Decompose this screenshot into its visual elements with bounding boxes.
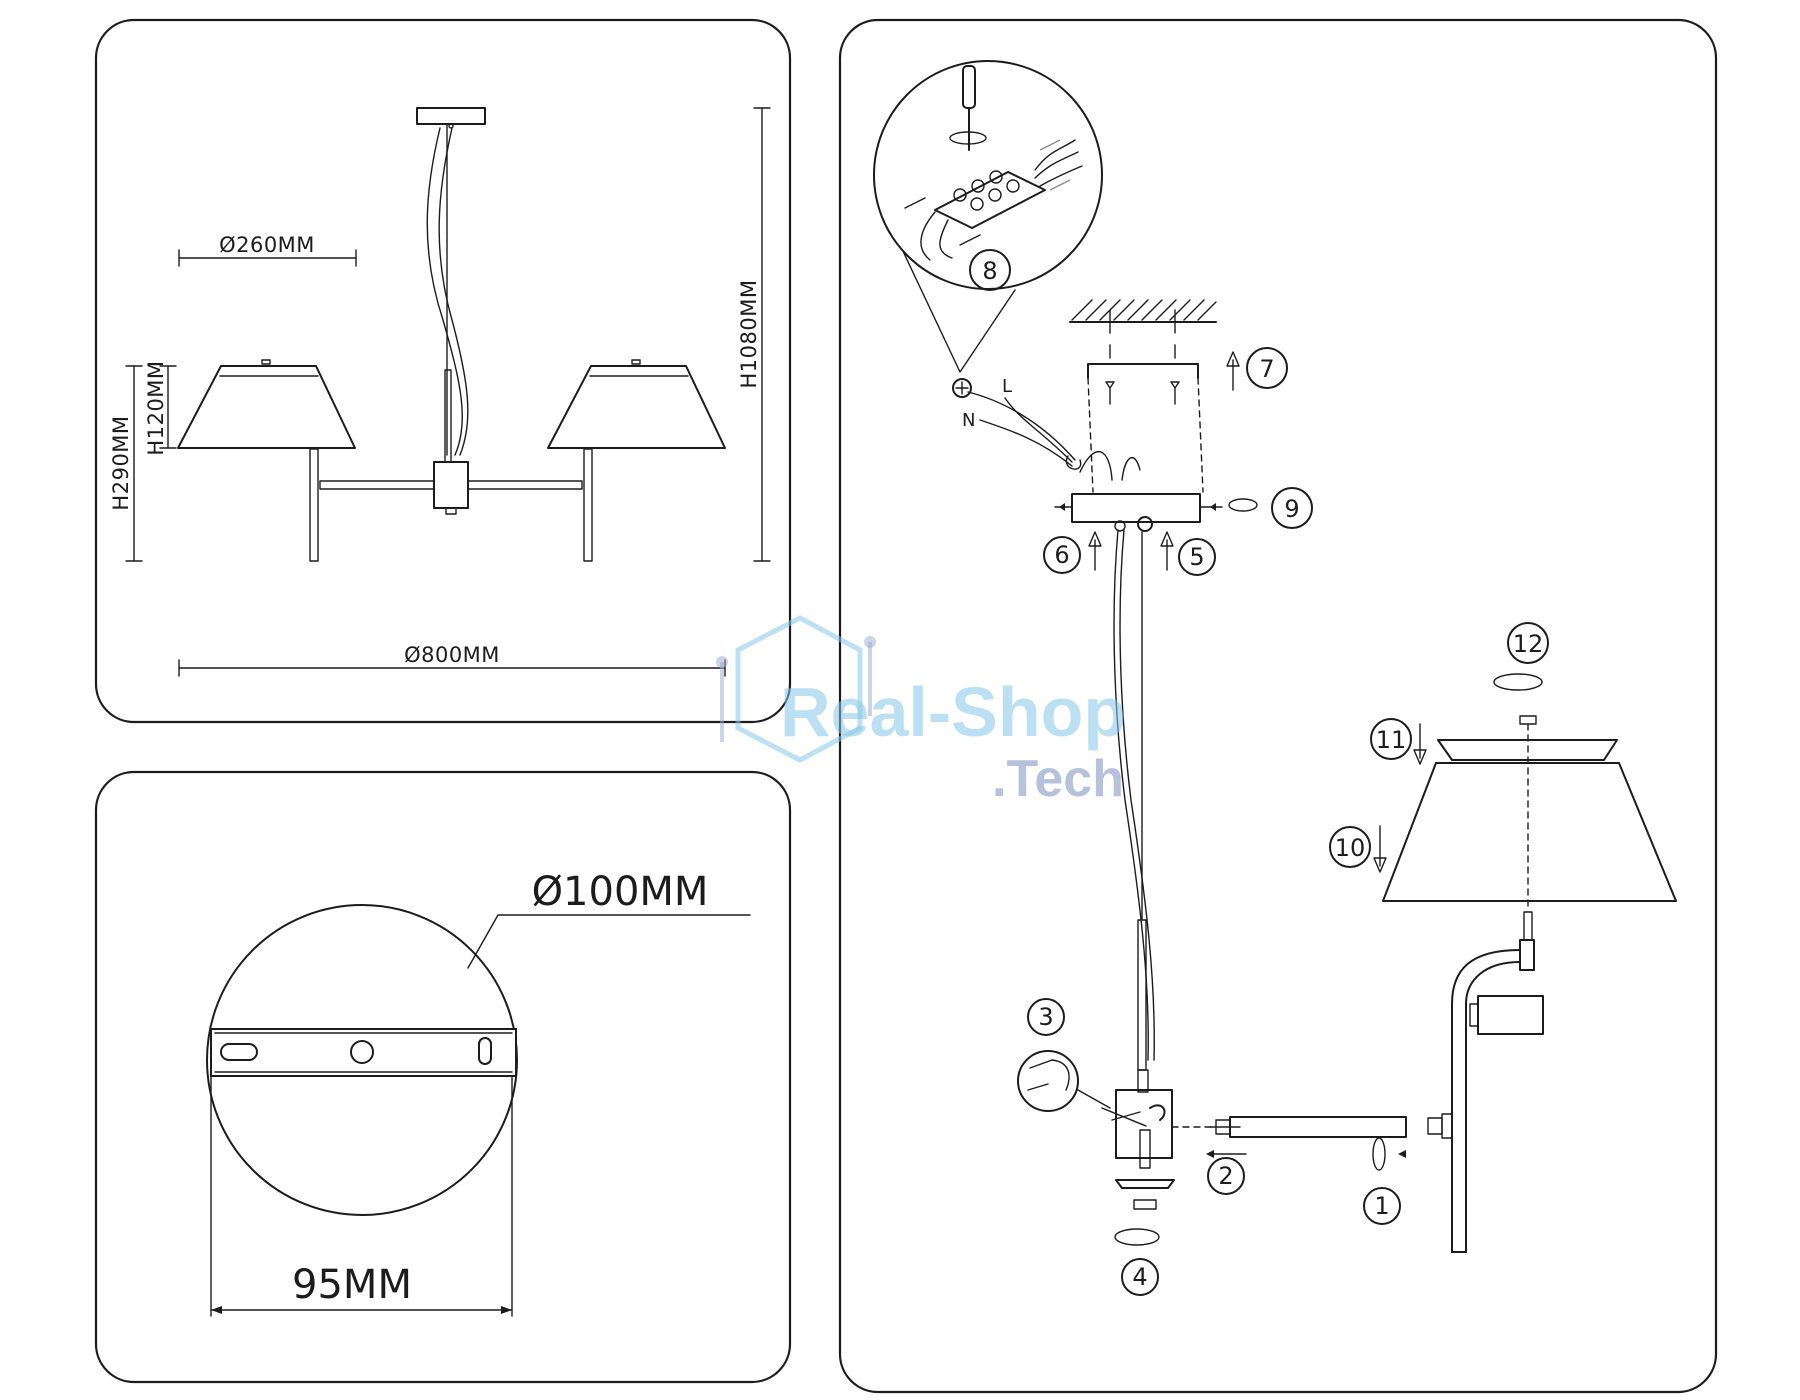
screw-icon bbox=[1105, 381, 1115, 405]
right-arm bbox=[467, 480, 583, 490]
central-hub bbox=[433, 461, 469, 509]
right-lampshade bbox=[547, 365, 726, 449]
watermark-hexagon-icon bbox=[735, 615, 863, 763]
total-width-label: Ø800MM bbox=[404, 643, 500, 667]
ceiling-bracket bbox=[1087, 363, 1199, 379]
mounting-bracket bbox=[210, 1028, 517, 1077]
lamp-socket-joint bbox=[1519, 939, 1535, 971]
canopy-panel-frame bbox=[94, 770, 792, 1384]
step-6-marker: 6 bbox=[1043, 536, 1081, 574]
bracket-width-label: 95MM bbox=[292, 1262, 412, 1308]
assembly-lampshade bbox=[1382, 762, 1677, 902]
svg-text:3: 3 bbox=[1038, 1003, 1053, 1031]
terminal-block-callout bbox=[873, 60, 1103, 373]
step-7-marker: 7 bbox=[1246, 347, 1288, 389]
assembly-panel: L N bbox=[838, 18, 1718, 1394]
lamp-holder-box bbox=[1477, 995, 1544, 1035]
bracket-slot-right bbox=[478, 1037, 492, 1065]
step-10-marker: 10 bbox=[1329, 826, 1371, 868]
screw-icon bbox=[1170, 381, 1180, 405]
wire-label-neutral: N bbox=[962, 410, 975, 431]
shade-height-label: H120MM bbox=[144, 360, 168, 455]
right-lamp-stem bbox=[583, 448, 593, 562]
left-lamp bbox=[177, 359, 356, 562]
svg-text:4: 4 bbox=[1132, 1263, 1147, 1291]
svg-text:1: 1 bbox=[1374, 1192, 1389, 1220]
lampshade-top-ring bbox=[1437, 739, 1618, 761]
power-cable bbox=[426, 127, 464, 456]
ceiling-canopy bbox=[416, 107, 486, 125]
hub-assembly bbox=[1017, 1050, 1175, 1210]
svg-text:6: 6 bbox=[1054, 541, 1069, 569]
bracket-center-hole bbox=[350, 1040, 374, 1064]
magnifier-circle bbox=[873, 60, 1103, 290]
step-11-marker: 11 bbox=[1370, 718, 1412, 760]
overview-panel: Ø260MM H120MM H290MM H1080MM Ø80 bbox=[94, 18, 792, 724]
diameter-leader-line bbox=[467, 914, 751, 969]
ceiling-mount bbox=[1054, 299, 1223, 532]
step-5-marker: 5 bbox=[1178, 538, 1216, 576]
watermark-subtext: .Tech bbox=[992, 750, 1124, 808]
dimension-total-height: H1080MM bbox=[737, 107, 771, 562]
dimension-shade-diameter: Ø260MM bbox=[178, 233, 357, 267]
svg-text:10: 10 bbox=[1335, 834, 1366, 862]
svg-text:2: 2 bbox=[1218, 1162, 1233, 1190]
overview-panel-frame bbox=[94, 18, 792, 724]
step-8-marker: 8 bbox=[969, 249, 1011, 291]
left-arm bbox=[319, 480, 435, 490]
arm-height-label: H290MM bbox=[109, 415, 133, 510]
watermark: Real-Shop .Tech bbox=[716, 615, 1126, 808]
total-height-label: H1080MM bbox=[737, 280, 761, 389]
svg-text:8: 8 bbox=[982, 257, 997, 285]
shade-diameter-label: Ø260MM bbox=[219, 233, 315, 257]
supply-wires: L N bbox=[952, 376, 1082, 470]
svg-text:9: 9 bbox=[1284, 495, 1299, 523]
assembly-canopy bbox=[1071, 493, 1201, 523]
dimension-arm-height: H290MM bbox=[109, 365, 143, 562]
svg-text:7: 7 bbox=[1259, 355, 1274, 383]
left-lamp-stem bbox=[309, 448, 319, 562]
right-lamp bbox=[547, 359, 726, 562]
bracket-slot-left bbox=[220, 1043, 258, 1061]
canopy-diameter-label: Ø100MM bbox=[532, 869, 709, 915]
step-markers: 1 2 3 4 5 6 7 8 9 10 11 12 bbox=[969, 249, 1549, 1296]
left-lampshade bbox=[177, 365, 356, 449]
svg-text:5: 5 bbox=[1189, 543, 1204, 571]
canopy-detail-panel: Ø100MM 95MM bbox=[94, 770, 792, 1384]
step-4-marker: 4 bbox=[1121, 1258, 1159, 1296]
step-3-marker: 3 bbox=[1027, 998, 1065, 1036]
step-12-marker: 12 bbox=[1507, 622, 1549, 664]
dimension-total-width: Ø800MM bbox=[178, 643, 726, 677]
dimension-shade-height: H120MM bbox=[144, 360, 177, 456]
step-1-marker: 1 bbox=[1363, 1187, 1401, 1225]
step-9-marker: 9 bbox=[1271, 487, 1313, 529]
lamp-head-assembly bbox=[1382, 715, 1677, 1253]
chandelier-drawing bbox=[177, 107, 726, 562]
svg-text:11: 11 bbox=[1376, 726, 1407, 754]
watermark-text: Real-Shop bbox=[780, 673, 1126, 751]
assembly-panel-frame bbox=[838, 18, 1718, 1394]
assembly-hub bbox=[1115, 1089, 1173, 1159]
step-2-marker: 2 bbox=[1207, 1157, 1245, 1195]
wire-label-live: L bbox=[1002, 376, 1012, 397]
ground-terminal-icon bbox=[952, 378, 972, 398]
svg-text:12: 12 bbox=[1513, 630, 1544, 658]
horizontal-arm bbox=[1229, 1116, 1407, 1138]
assembly-arrows bbox=[1088, 351, 1543, 1246]
lamp-arm-assembly bbox=[1171, 1116, 1407, 1158]
